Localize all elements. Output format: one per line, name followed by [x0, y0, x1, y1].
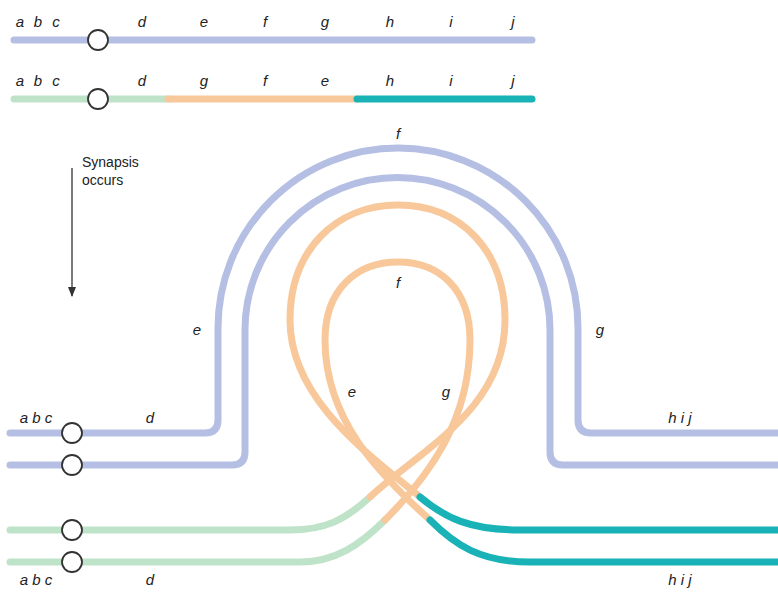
centromere	[62, 455, 82, 475]
gene-label: c	[52, 73, 60, 89]
gene-label: i	[449, 73, 452, 89]
gene-label: g	[442, 384, 450, 400]
step-label: Synapsis occurs	[82, 153, 156, 189]
gene-label: b	[34, 14, 42, 30]
centromere	[88, 30, 108, 50]
chromosome-segment	[357, 96, 532, 103]
gene-label: f	[263, 73, 267, 89]
gene-label: g	[321, 14, 329, 30]
gene-label: g	[596, 322, 604, 338]
gene-label: e	[348, 384, 356, 400]
gene-label: e	[200, 14, 208, 30]
gene-label: h i j	[668, 410, 691, 426]
gene-label: b	[34, 73, 42, 89]
gene-label: e	[321, 73, 329, 89]
gene-label: j	[511, 14, 514, 30]
gene-label: d	[146, 410, 154, 426]
gene-label: a b c	[20, 572, 53, 588]
normal-chromatid	[10, 178, 778, 466]
chromatid-segment	[430, 520, 778, 562]
gene-label: a	[16, 73, 24, 89]
gene-label: a b c	[20, 410, 53, 426]
gene-label: h	[386, 14, 394, 30]
gene-label: g	[200, 73, 208, 89]
inversion-loop	[325, 262, 470, 520]
normal-chromatid	[10, 148, 778, 433]
centromere	[88, 89, 108, 109]
gene-label: h	[386, 73, 394, 89]
gene-label: i	[449, 14, 452, 30]
gene-label: f	[396, 275, 400, 291]
gene-label: f	[263, 14, 267, 30]
chromatid-segment	[420, 497, 778, 530]
centromere	[62, 552, 82, 572]
gene-label: j	[511, 73, 514, 89]
centromere	[62, 520, 82, 540]
gene-label: d	[138, 73, 146, 89]
gene-label: f	[396, 126, 400, 142]
gene-label: d	[138, 14, 146, 30]
gene-label: a	[16, 14, 24, 30]
gene-label: h i j	[668, 572, 691, 588]
gene-label: e	[193, 322, 201, 338]
inverted-segment	[168, 96, 357, 103]
gene-label: d	[146, 572, 154, 588]
gene-label: c	[52, 14, 60, 30]
centromere	[62, 423, 82, 443]
process-arrow	[71, 168, 72, 296]
